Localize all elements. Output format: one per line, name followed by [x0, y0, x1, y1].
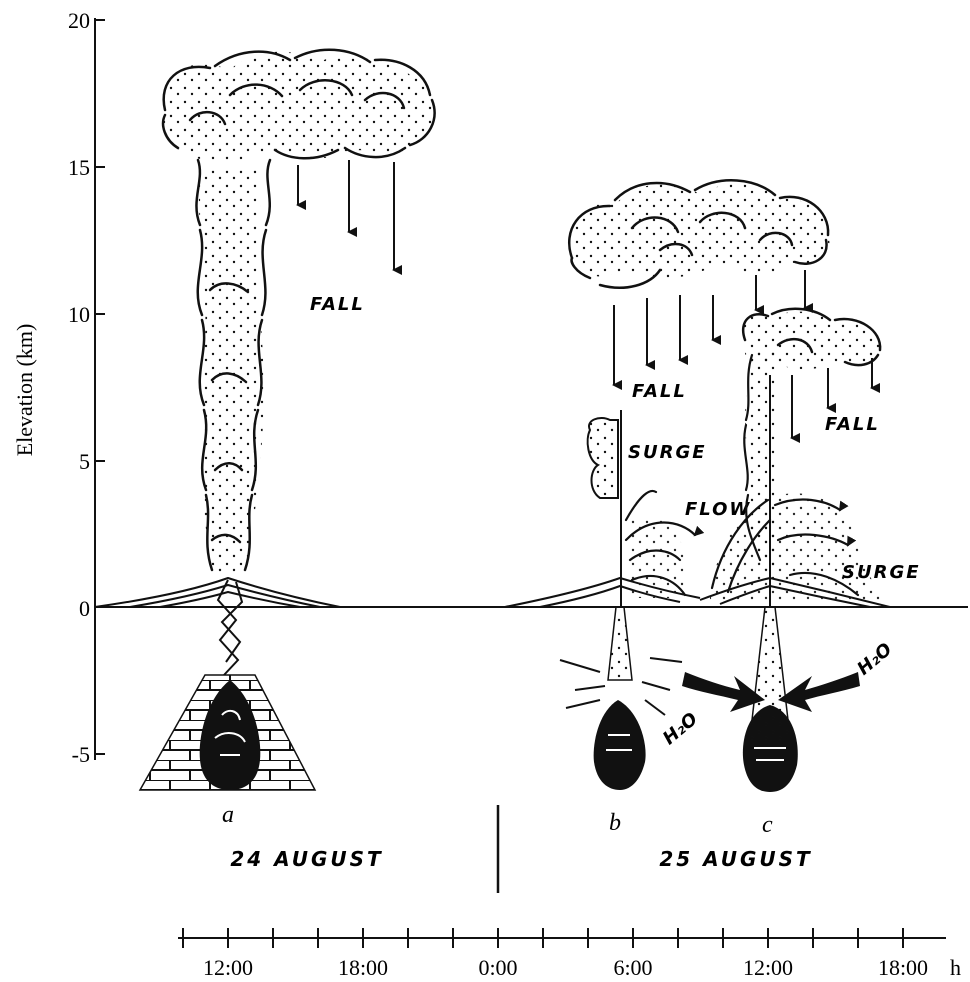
y-axis: 20 15 10 5 0 -5 Elevation (km): [12, 8, 105, 767]
time-tick-1800-b: 18:00: [878, 955, 928, 980]
time-axis: 12:00 18:00 0:00 6:00 12:00 18:00 h: [178, 928, 961, 980]
time-unit-label: h: [950, 955, 961, 980]
phase-c-eruption: FALL SURGE H₂O: [682, 307, 921, 792]
surge-label-c: SURGE: [842, 562, 921, 583]
time-tick-0600: 6:00: [613, 955, 652, 980]
phase-label-c: c: [762, 812, 773, 838]
y-tick-10: 10: [68, 302, 90, 327]
fall-label-c: FALL: [825, 414, 880, 435]
y-tick-minus5: -5: [72, 742, 90, 767]
phase-label-b: b: [609, 810, 621, 836]
time-tick-1200-b: 12:00: [743, 955, 793, 980]
fall-label-b: FALL: [632, 381, 687, 402]
time-tick-1200-a: 12:00: [203, 955, 253, 980]
y-tick-5: 5: [79, 449, 90, 474]
phase-label-a: a: [222, 802, 234, 828]
surge-label-b: SURGE: [628, 442, 707, 463]
time-tick-0000: 0:00: [478, 955, 517, 980]
date-25-august: 25 AUGUST: [659, 847, 812, 871]
y-tick-0: 0: [79, 596, 90, 621]
time-tick-1800-a: 18:00: [338, 955, 388, 980]
phase-a-magma-chamber: [138, 674, 317, 791]
h2o-label-b: H₂O: [659, 709, 702, 750]
fall-label-a: FALL: [310, 294, 365, 315]
h2o-label-c: H₂O: [853, 639, 896, 680]
y-axis-label: Elevation (km): [12, 324, 37, 457]
date-24-august: 24 AUGUST: [230, 847, 383, 871]
y-tick-15: 15: [68, 155, 90, 180]
phase-a-eruption-column: FALL: [161, 48, 436, 676]
phase-b-eruption: FALL SURGE FLOW H₂O: [559, 179, 830, 790]
flow-label: FLOW: [685, 499, 751, 520]
y-tick-20: 20: [68, 8, 90, 33]
